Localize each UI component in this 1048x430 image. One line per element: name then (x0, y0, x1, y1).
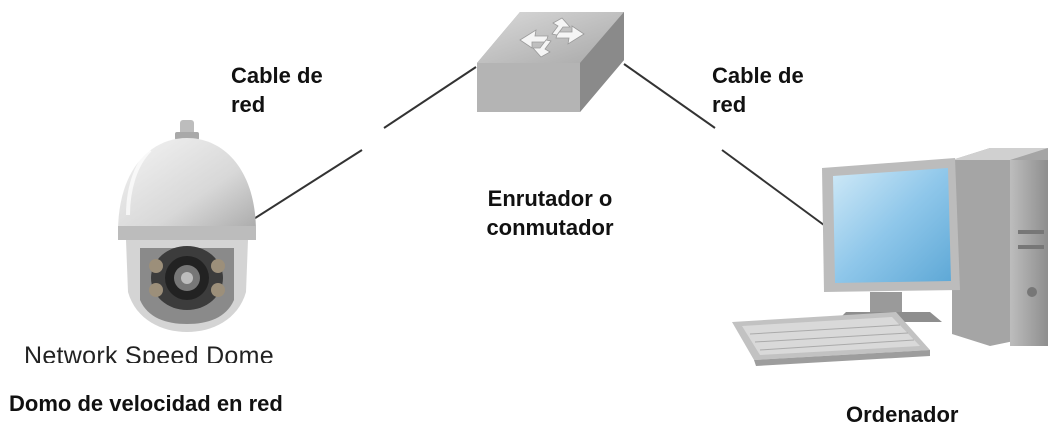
cable-left (248, 66, 477, 223)
cable-right (623, 63, 829, 229)
dome-spanish-label: Domo de velocidad en red (9, 391, 283, 416)
speed-dome-camera-icon (118, 120, 256, 332)
cable-right-label: Cable de red (712, 63, 804, 117)
desktop-computer-icon (732, 148, 1048, 366)
computer-label: Ordenador (846, 402, 959, 427)
network-switch-icon (477, 12, 624, 112)
cable-left-label: Cable de red (231, 63, 323, 117)
router-label: Enrutador o conmutador (486, 186, 614, 240)
dome-english-label: Network Speed Dome (24, 342, 274, 370)
